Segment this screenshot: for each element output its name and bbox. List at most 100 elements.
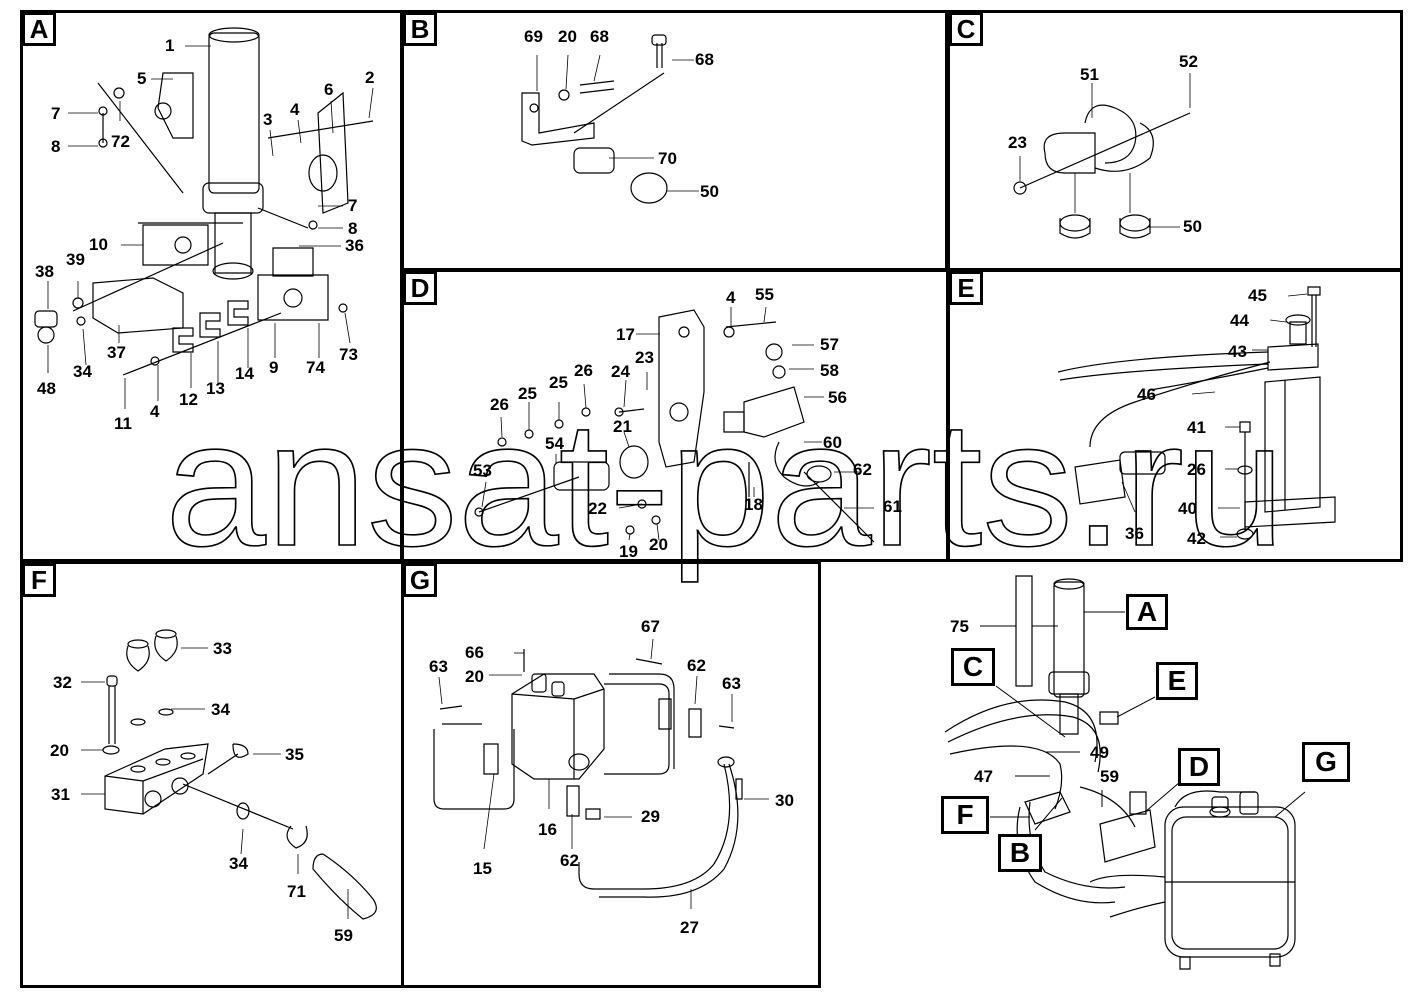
panel-c-label: C [949, 12, 983, 46]
callout-ov-47: 47 [974, 767, 993, 786]
panel-a: A [20, 10, 403, 562]
panel-a-drawing [23, 13, 406, 565]
callout-a-7b: 7 [348, 196, 358, 215]
callout-d-17: 17 [616, 325, 635, 344]
panel-f-label: F [22, 563, 56, 597]
callout-a-4: 4 [290, 100, 300, 119]
callout-a-36: 36 [345, 236, 364, 255]
panel-a-label: A [22, 12, 56, 46]
callout-d-61: 61 [883, 497, 902, 516]
callout-d-24: 24 [611, 362, 630, 381]
callout-a-34: 34 [73, 362, 92, 381]
panel-f: F [20, 561, 404, 988]
callout-e-40: 40 [1178, 499, 1197, 518]
callout-g-63a: 63 [429, 657, 448, 676]
callout-d-19: 19 [619, 542, 638, 561]
callout-d-57: 57 [820, 335, 839, 354]
callout-g-29: 29 [641, 807, 660, 826]
callout-a-6: 6 [324, 80, 334, 99]
callout-d-25b: 25 [518, 384, 537, 403]
panel-c-drawing [950, 13, 1406, 274]
callout-d-62: 62 [853, 460, 872, 479]
panel-b-label: B [403, 12, 437, 46]
callout-f-34b: 34 [229, 854, 248, 873]
overview-drawing [820, 562, 1420, 992]
callout-g-67: 67 [641, 617, 660, 636]
callout-a-1: 1 [165, 36, 175, 55]
key-d: D [1178, 748, 1220, 786]
callout-e-42: 42 [1187, 529, 1206, 548]
callout-g-63b: 63 [722, 674, 741, 693]
callout-d-55: 55 [755, 285, 774, 304]
callout-g-16: 16 [538, 820, 557, 839]
callout-d-26: 26 [574, 361, 593, 380]
callout-f-20: 20 [50, 741, 69, 760]
callout-g-66: 66 [465, 643, 484, 662]
callout-f-33: 33 [213, 639, 232, 658]
callout-b-69: 69 [524, 27, 543, 46]
callout-e-44: 44 [1230, 311, 1249, 330]
callout-g-27: 27 [680, 918, 699, 937]
callout-a-10: 10 [89, 235, 108, 254]
callout-f-31: 31 [51, 785, 70, 804]
callout-e-45: 45 [1248, 286, 1267, 305]
callout-a-39: 39 [66, 250, 85, 269]
callout-a-12: 12 [179, 390, 198, 409]
callout-c-52: 52 [1179, 52, 1198, 71]
callout-ov-49: 49 [1090, 743, 1109, 762]
callout-a-72: 72 [111, 132, 130, 151]
panel-c: C 51 52 23 50 [947, 10, 1403, 271]
callout-f-71: 71 [287, 882, 306, 901]
callout-f-35: 35 [285, 745, 304, 764]
callout-a-73: 73 [339, 345, 358, 364]
panel-e-drawing [950, 272, 1406, 565]
callout-e-46: 46 [1137, 385, 1156, 404]
callout-a-48: 48 [37, 379, 56, 398]
callout-d-23: 23 [635, 348, 654, 367]
callout-f-34a: 34 [211, 700, 230, 719]
key-b: B [998, 834, 1042, 872]
callout-d-56: 56 [828, 388, 847, 407]
callout-e-41: 41 [1187, 418, 1206, 437]
callout-ov-59: 59 [1100, 767, 1119, 786]
key-e: E [1156, 662, 1198, 700]
callout-a-7a: 7 [51, 104, 61, 123]
panel-d-drawing [404, 272, 952, 565]
callout-c-50: 50 [1183, 217, 1202, 236]
callout-e-26: 26 [1187, 460, 1206, 479]
callout-c-51: 51 [1080, 65, 1099, 84]
callout-d-58: 58 [820, 361, 839, 380]
callout-d-18: 18 [744, 495, 763, 514]
callout-e-36: 36 [1125, 524, 1144, 543]
panel-f-drawing [23, 564, 407, 991]
callout-a-14: 14 [235, 364, 254, 383]
callout-a-13: 13 [206, 379, 225, 398]
panel-b: B 69 20 68 68 70 50 [401, 10, 948, 271]
callout-a-74: 74 [306, 358, 325, 377]
callout-ov-75: 75 [950, 617, 969, 636]
callout-g-15: 15 [473, 859, 492, 878]
key-a: A [1126, 594, 1168, 630]
panel-d-label: D [403, 271, 437, 305]
callout-a-4b: 4 [150, 402, 160, 421]
callout-f-32: 32 [53, 673, 72, 692]
panel-e: E [947, 269, 1403, 562]
callout-g-30: 30 [775, 791, 794, 810]
panel-g-label: G [403, 563, 437, 597]
callout-a-38: 38 [35, 262, 54, 281]
callout-a-37: 37 [107, 343, 126, 362]
key-g: G [1302, 742, 1350, 782]
callout-d-22: 22 [588, 499, 607, 518]
callout-b-50: 50 [700, 182, 719, 201]
callout-d-20: 20 [649, 535, 668, 554]
callout-d-54: 54 [545, 434, 564, 453]
callout-g-20: 20 [465, 667, 484, 686]
callout-d-25: 25 [549, 373, 568, 392]
callout-d-21: 21 [613, 417, 632, 436]
callout-d-53: 53 [473, 461, 492, 480]
callout-a-3: 3 [263, 110, 273, 129]
callout-a-11: 11 [114, 414, 132, 433]
panel-d: D [401, 269, 949, 562]
callout-g-62b: 62 [560, 851, 579, 870]
key-f: F [941, 796, 989, 834]
